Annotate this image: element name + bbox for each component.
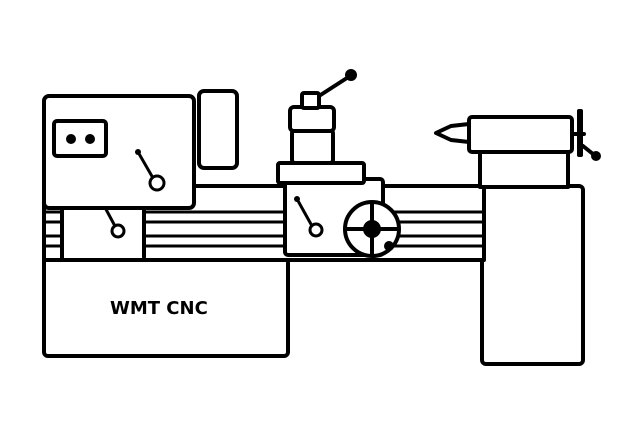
apron-lever-knob <box>110 223 126 239</box>
panel-button-1 <box>66 134 76 144</box>
tailstock-body <box>467 115 574 154</box>
tool-post-body <box>288 105 336 133</box>
tool-post-cap <box>300 91 321 110</box>
chuck <box>197 89 239 170</box>
handwheel-handle <box>384 241 394 251</box>
tailstock-handle-ball <box>591 151 601 161</box>
carriage-lever-knob <box>308 222 324 238</box>
headstock-lever-rod <box>136 150 155 180</box>
headstock-lever-tip <box>135 149 141 155</box>
tool-post-handle <box>317 74 352 98</box>
panel-button-2 <box>85 134 95 144</box>
tailstock-handle-arm <box>581 144 595 156</box>
control-panel <box>52 119 108 158</box>
tool-post-base <box>290 128 335 165</box>
tailstock-base <box>478 149 570 189</box>
tailstock-stand <box>480 184 585 366</box>
cross-slide <box>276 161 366 185</box>
apron-box <box>60 206 146 262</box>
carriage-lever-tip <box>294 196 300 202</box>
tool-post-handle-ball <box>345 69 357 81</box>
carriage-lever-rod <box>295 197 314 228</box>
tailstock-handwheel <box>577 109 583 157</box>
headstock-lever-knob <box>148 174 166 192</box>
tailstock-quill-center <box>434 122 471 144</box>
machine-label: WMT CNC <box>110 298 208 319</box>
